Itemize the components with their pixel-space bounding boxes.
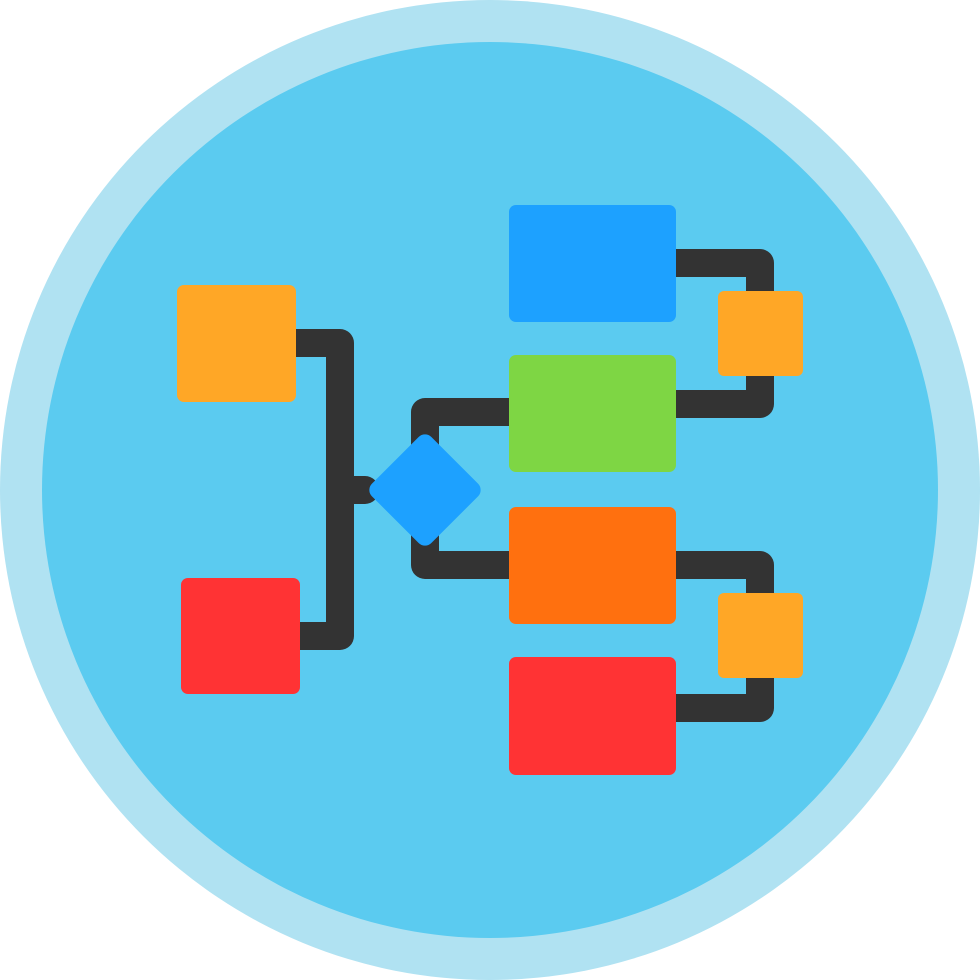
side-orange-box-bottom <box>718 593 803 678</box>
connector-top-loop <box>661 249 774 418</box>
right-blue-box <box>509 205 676 322</box>
right-dark-orange-box <box>509 507 676 624</box>
left-red-box <box>181 578 300 694</box>
decision-diamond <box>369 434 481 546</box>
side-orange-box-top <box>718 291 803 376</box>
right-red-box <box>509 657 676 775</box>
connector-bottom-loop <box>661 551 774 722</box>
connector-left-tree <box>281 329 379 650</box>
inner-circle <box>42 42 938 938</box>
right-green-box <box>509 355 676 472</box>
left-orange-box <box>177 285 296 402</box>
connector-lines <box>281 249 774 722</box>
connector-diamond-green <box>411 398 524 459</box>
